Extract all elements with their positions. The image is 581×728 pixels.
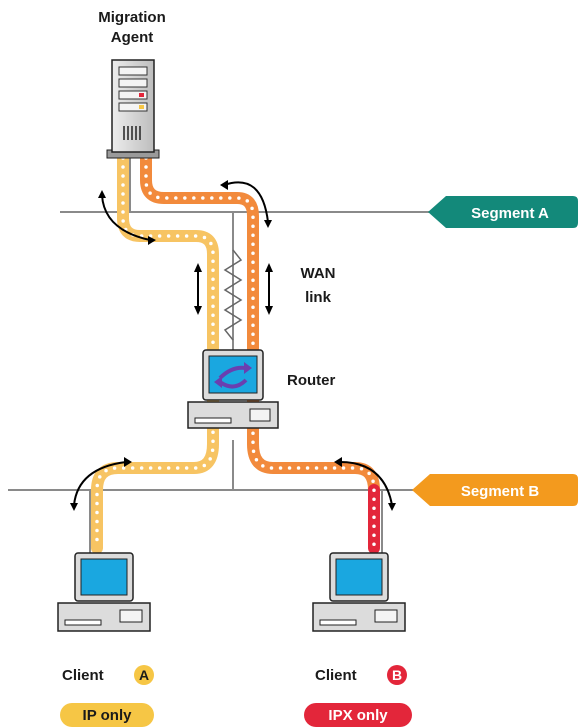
router-label: Router: [287, 372, 335, 389]
client-b-label: Client: [315, 667, 357, 684]
client-b-computer-icon: [312, 552, 406, 632]
client-b-letter: B: [392, 667, 402, 683]
client-a-letter-badge: [134, 665, 154, 685]
client-a-computer-icon: [57, 552, 151, 632]
segment-b-label: Segment B: [461, 483, 540, 500]
segment-a-tag: Segment A: [428, 196, 578, 228]
router-icon: [187, 349, 279, 429]
segment-b-tag: Segment B: [412, 474, 578, 506]
client-a-protocol: IP only: [83, 707, 133, 724]
client-b-protocol-pill: [304, 703, 412, 727]
wan-label-line2: link: [305, 289, 331, 306]
arrows: [70, 180, 396, 511]
client-b-letter-badge: [387, 665, 407, 685]
agent-title-line1: Migration: [98, 9, 166, 26]
wan-link-zigzag: [223, 249, 243, 341]
client-a-label: Client: [62, 667, 104, 684]
client-a-protocol-pill: [60, 703, 154, 727]
wan-label-line1: WAN: [301, 265, 336, 282]
ipx-path: [140, 152, 380, 554]
client-a-letter: A: [139, 667, 149, 683]
agent-title-line2: Agent: [111, 29, 154, 46]
client-b-protocol: IPX only: [328, 707, 388, 724]
segment-a-label: Segment A: [471, 205, 549, 222]
server-icon: [106, 59, 160, 159]
